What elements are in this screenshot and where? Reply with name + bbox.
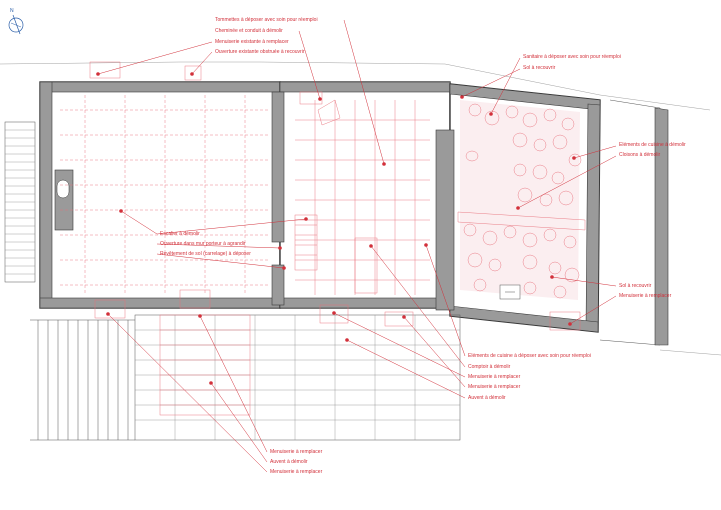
right-room-stone-floor: [457, 100, 586, 300]
north-arrow-icon: N: [8, 8, 24, 35]
label-ouverture-mur-porteur: Ouverture dans mur porteur à agrandir: [160, 241, 246, 247]
label-menuiserie-remplacer-b1: Menuiserie à remplacer: [270, 449, 323, 455]
label-escalier: Escalier à démolir: [160, 231, 200, 237]
label-sol-recouvrir-right: Sol à recouvrir: [619, 283, 652, 289]
label-sol-recouvrir-top: Sol à recouvrir: [523, 65, 556, 71]
label-elements-cuisine-deposer: Eléments de cuisine à déposer avec soin …: [468, 353, 591, 359]
label-menuiserie-remplacer-m1: Menuiserie à remplacer: [468, 374, 521, 380]
label-revetement-sol: Revêtement de sol (carrelage) à déposer: [160, 251, 251, 257]
label-cheminee: Cheminée et conduit à démolir: [215, 28, 283, 34]
label-menuiserie-existante: Menuiserie existante à remplacer: [215, 39, 289, 45]
annotation-labels: Tommettes à déposer avec soin pour réemp…: [160, 17, 686, 475]
label-menuiserie-remplacer-b2: Menuiserie à remplacer: [270, 469, 323, 475]
label-auvent-demolir-m: Auvent à démolir: [468, 395, 506, 401]
annotation-leaders: [96, 19, 617, 473]
left-room-floor: [60, 95, 270, 295]
label-ouverture-existante: Ouverture existante obstruée à recouvrir: [215, 49, 305, 55]
label-cloisons-demolir: Cloisons à démolir: [619, 152, 660, 158]
label-sanitaire: Sanitaire à déposer avec soin pour réemp…: [523, 54, 621, 60]
label-menuiserie-remplacer-m2: Menuiserie à remplacer: [468, 384, 521, 390]
label-menuiserie-remplacer-right: Menuiserie à remplacer: [619, 293, 672, 299]
label-auvent-demolir-b: Auvent à démolir: [270, 459, 308, 465]
label-comptoir: Comptoir à démolir: [468, 364, 511, 370]
label-elements-cuisine-demolir: Eléments de cuisine à démolir: [619, 142, 686, 148]
north-label: N: [10, 8, 14, 14]
terrace: [30, 61, 581, 441]
exterior-stairs: [4, 121, 36, 283]
label-tommettes: Tommettes à déposer avec soin pour réemp…: [215, 17, 318, 23]
